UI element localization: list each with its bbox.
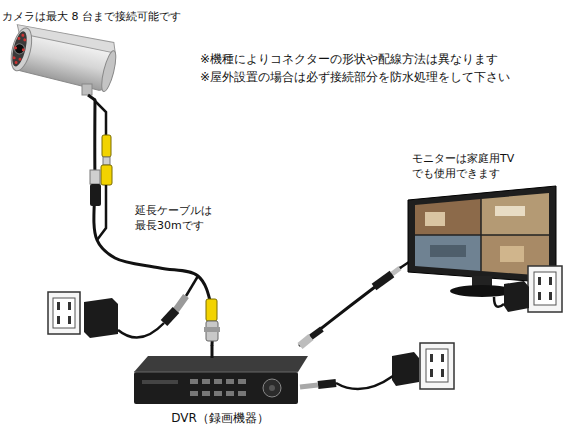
camera-rear: [99, 50, 119, 93]
dc-plug-tip: [300, 385, 318, 387]
outlet-slot: [68, 316, 71, 324]
outlet-slot: [549, 292, 552, 300]
outlet-slot: [57, 316, 60, 324]
wall-outlet: [48, 292, 80, 334]
camera-bracket: [82, 84, 92, 95]
dvr-button: [202, 379, 210, 384]
bnc-ring: [204, 327, 220, 332]
monitor-screen-2: [481, 193, 549, 235]
dvr-button: [238, 391, 246, 396]
bnc-boot: [311, 329, 322, 337]
camera-led: [12, 56, 16, 60]
outlet-slot: [538, 292, 541, 300]
video-wire: [95, 101, 106, 135]
outlet-slot: [68, 302, 71, 310]
power-adapter: [504, 281, 529, 312]
dvr-node: DVR（録画機器）: [130, 345, 310, 433]
camera-led: [22, 48, 26, 52]
outlet-slot: [430, 354, 433, 362]
cable: [300, 268, 400, 345]
monitor-plug: [374, 274, 392, 287]
power-adapter: [84, 298, 118, 338]
dvr-button: [238, 379, 246, 384]
dvr-edge: [134, 372, 298, 373]
outlet-slot: [549, 277, 552, 285]
camera-led: [14, 61, 18, 65]
camera-led: [18, 57, 22, 61]
camera-lens: [13, 43, 25, 55]
dvr-button: [226, 379, 234, 384]
adapter-cable: [494, 297, 504, 307]
rca-plug-yellow: [102, 135, 111, 157]
camera-illustration: [6, 19, 120, 94]
adapter-cable: [336, 376, 393, 389]
dc-plug-body: [318, 383, 336, 385]
wall-outlet: [528, 266, 562, 312]
camera-cable-stub: [88, 95, 95, 100]
camera-led: [14, 46, 18, 50]
note-text: ※機種によりコネクターの形状や配線方法は異なります: [200, 52, 498, 68]
note-text: ※屋外設置の場合は必ず接続部分を防水処理をして下さい: [200, 70, 510, 86]
dvr-top: [134, 356, 308, 372]
camera-node: カメラは最大 8 台まで接続可能です: [0, 2, 210, 100]
screen-detail: [425, 212, 445, 226]
camera-face-inner: [9, 30, 29, 68]
dvr-button: [190, 379, 198, 384]
power-adapter: [392, 352, 419, 386]
screen-detail: [495, 206, 525, 216]
screen-detail: [430, 245, 466, 257]
dvr-front: [134, 372, 298, 404]
camera-led: [17, 37, 21, 41]
dc-plug: [90, 170, 100, 184]
outlet-slot: [441, 369, 444, 377]
rca-plug-tip: [103, 157, 110, 165]
node-caption: カメラは最大 8 台まで接続可能です: [2, 10, 181, 25]
outlet-slot: [430, 369, 433, 377]
camera-led: [23, 38, 27, 42]
cable-label: 延長ケーブルは 最長30mです: [133, 203, 223, 235]
dvr-button: [214, 379, 222, 384]
dvr-dial: [263, 379, 281, 397]
outlet-face: [53, 298, 75, 328]
outlet-face: [534, 272, 556, 305]
screen-detail: [500, 246, 524, 262]
rca-plug-yellow: [206, 299, 217, 321]
dvr-button: [202, 391, 210, 396]
outlet-face: [426, 349, 448, 382]
dvr-button: [214, 391, 222, 396]
monitor-plug-tip: [392, 268, 400, 274]
dc-wire: [186, 276, 198, 296]
outlet-slot: [441, 354, 444, 362]
dc-jack: [90, 184, 101, 206]
camera-face: [7, 26, 35, 73]
rca-jack-yellow: [101, 165, 112, 185]
node-caption: モニターは家庭用TV でも使用できます: [412, 152, 524, 182]
node-caption: DVR（録画機器）: [171, 410, 269, 426]
camera-led: [21, 33, 25, 37]
monitor-screen-1: [415, 199, 481, 235]
adapter-cable: [118, 323, 164, 338]
outlet-slot: [538, 277, 541, 285]
monitor-screen-3: [415, 235, 481, 271]
monitor-node: モニターは家庭用TV でも使用できます: [400, 150, 565, 302]
bnc-plug: [300, 337, 311, 346]
dvr-slot: [142, 380, 178, 384]
dvr-button: [190, 391, 198, 396]
wall-outlet: [420, 343, 454, 389]
dvr-button: [226, 391, 234, 396]
dc-barrel: [176, 296, 186, 310]
bnc-stub: [211, 345, 214, 358]
dvr-dial-center: [269, 385, 275, 391]
outlet-slot: [57, 302, 60, 310]
screen-divider: [415, 234, 549, 236]
dc-plug-body: [164, 310, 176, 323]
